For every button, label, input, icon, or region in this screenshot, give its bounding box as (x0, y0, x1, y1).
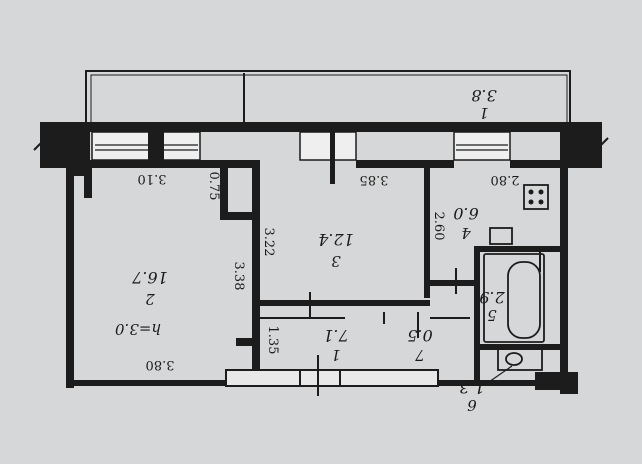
dimension-labels: 3.10 0.75 3.38 3.80 3.85 3.22 2.80 2.60 … (138, 171, 520, 372)
toilet-number: 6 (467, 396, 477, 414)
dim-bedroom-depth: 3.22 (261, 228, 276, 257)
stove (523, 184, 549, 210)
balcony-area: 3.8 (471, 86, 496, 105)
bedroom-number: 3 (331, 252, 341, 270)
closet-number: 7 (415, 346, 425, 364)
bath-number: 5 (487, 306, 497, 324)
toilet-area: 1.3 (459, 378, 484, 397)
closet-area: 0.5 (407, 326, 432, 345)
room-labels: 1 3.8 2 16.7 h=3.0 3 12.4 4 6.0 5 2.9 6 … (115, 86, 506, 414)
interior-walls (220, 168, 560, 386)
dim-kitchen-depth: 2.60 (431, 212, 446, 241)
bathtub (483, 253, 545, 343)
dim-living-pier: 0.75 (206, 172, 221, 201)
bath-area: 2.9 (479, 288, 505, 307)
sink (489, 227, 513, 245)
toilet-leader (485, 365, 513, 385)
dim-living-width: 3.10 (138, 171, 167, 186)
kitchen-area: 6.0 (453, 204, 478, 223)
dim-hall-width: 1.35 (265, 326, 280, 355)
living-number: 2 (145, 290, 156, 308)
ceiling-height: h=3.0 (115, 320, 162, 338)
dim-kitchen-width: 2.80 (491, 172, 520, 187)
bedroom-area: 12.4 (318, 230, 354, 249)
dim-living-bottom: 3.80 (146, 357, 175, 372)
hall-area: 7.1 (323, 326, 348, 345)
balcony-number: 1 (479, 104, 489, 122)
dim-bedroom-width: 3.85 (360, 172, 389, 187)
living-area: 16.7 (131, 268, 167, 287)
kitchen-number: 4 (461, 224, 472, 242)
toilet-fixture (497, 347, 543, 371)
dim-living-side: 3.38 (231, 262, 246, 291)
exterior-wall (33, 122, 609, 184)
hall-number: 1 (331, 346, 341, 364)
